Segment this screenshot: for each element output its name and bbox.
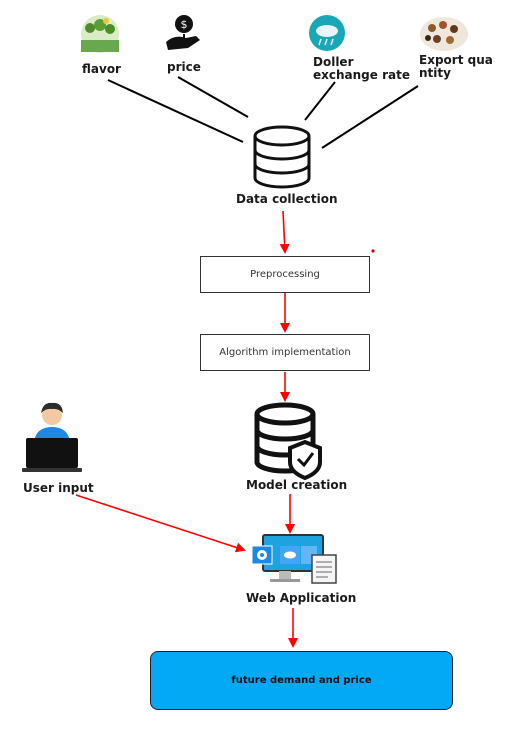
connector-flavor <box>107 79 244 143</box>
label-web-application: Web Application <box>246 591 357 605</box>
connector-doller <box>304 81 336 121</box>
output-label: future demand and price <box>231 675 372 686</box>
output-box: future demand and price <box>150 651 453 710</box>
flow-arrows <box>75 210 298 648</box>
web-app-monitor-icon <box>251 534 337 584</box>
label-model-creation: Model creation <box>246 478 348 492</box>
label-price: price <box>167 60 201 74</box>
label-data-collection: Data collection <box>236 192 338 206</box>
user-laptop-icon <box>22 402 82 472</box>
label-doller-line2: exchange rate <box>313 68 410 82</box>
label-doller-line1: Doller <box>313 55 354 69</box>
weather-icon <box>309 15 345 51</box>
plantation-icon <box>81 15 119 53</box>
database-shield-icon <box>254 402 322 481</box>
connector-export <box>321 85 419 149</box>
stray-dot <box>371 249 375 253</box>
preprocessing-box: Preprocessing <box>200 256 370 293</box>
connector-price <box>177 76 249 118</box>
label-export-line2: ntity <box>419 66 451 80</box>
algorithm-box: Algorithm implementation <box>200 334 370 371</box>
input-connectors <box>107 76 419 149</box>
spices-icon <box>420 17 468 51</box>
label-flavor: flavor <box>82 62 121 76</box>
database-icon <box>253 125 311 189</box>
arrow-collection-to-preprocessing <box>279 210 290 254</box>
algorithm-label: Algorithm implementation <box>219 347 351 358</box>
svg-text:$: $ <box>181 18 188 31</box>
preprocessing-label: Preprocessing <box>250 269 320 280</box>
money-plant-icon: $ <box>166 15 200 50</box>
arrow-user-to-webapp <box>75 494 246 553</box>
label-export-line1: Export qua <box>419 53 493 67</box>
label-user-input: User input <box>23 481 94 495</box>
